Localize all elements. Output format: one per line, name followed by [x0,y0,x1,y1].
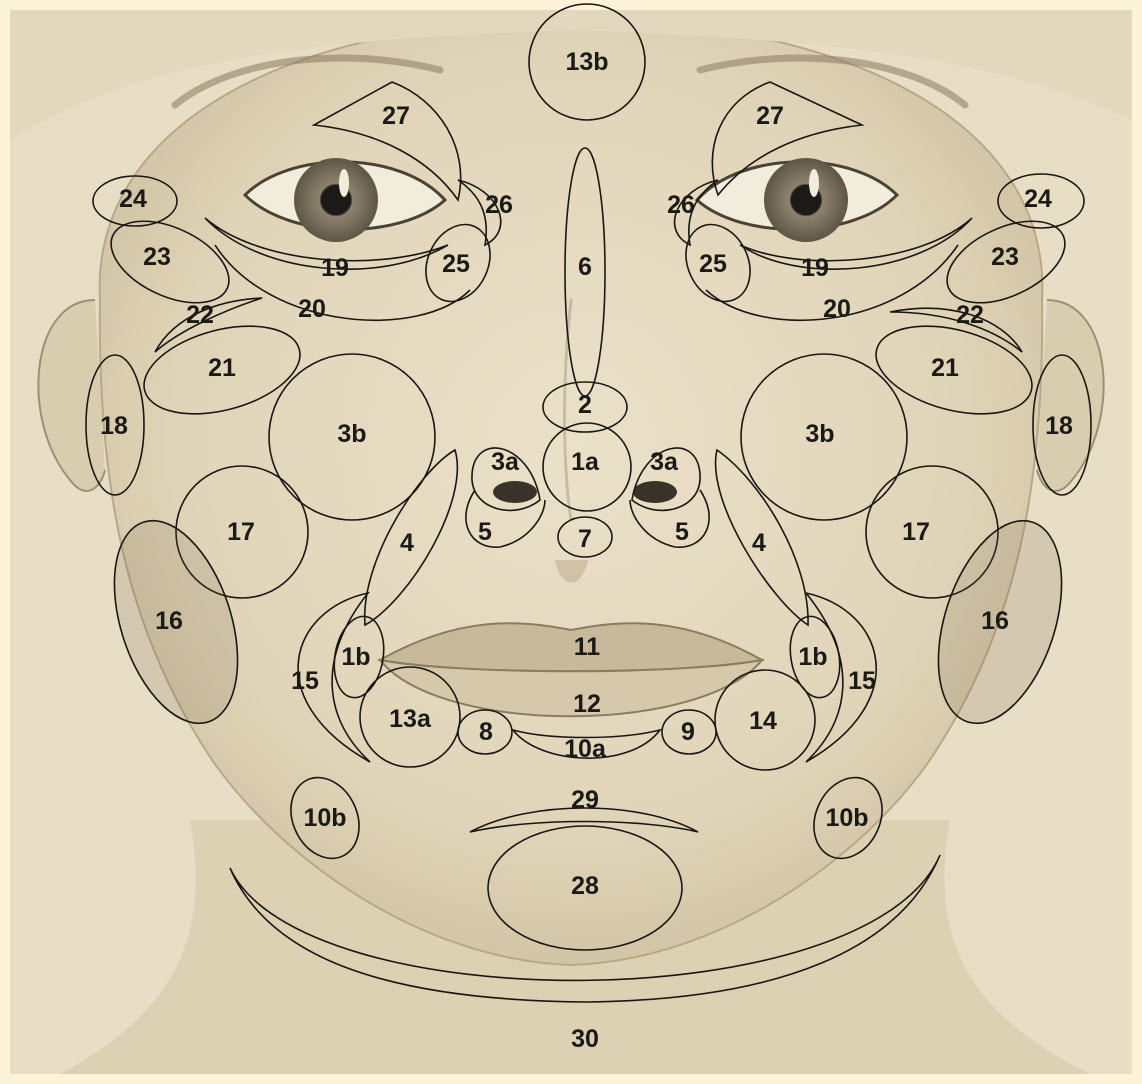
label-14: 14 [749,707,777,735]
label-4-left: 4 [400,529,414,557]
label-3a-right: 3a [650,448,679,476]
label-20-right: 20 [823,295,851,323]
left-nostril [493,481,537,503]
label-4-right: 4 [752,529,766,557]
label-10b-right: 10b [825,804,868,832]
label-19-right: 19 [801,254,829,282]
label-1b-right: 1b [798,643,827,671]
label-25-left: 25 [442,250,470,278]
label-23-left: 23 [143,243,171,271]
label-15-right: 15 [848,667,876,695]
label-21-right: 21 [931,354,959,382]
label-10b-left: 10b [303,804,346,832]
label-3a-left: 3a [491,448,520,476]
label-21-left: 21 [208,354,236,382]
label-16-right: 16 [981,607,1009,635]
label-18-left: 18 [100,412,128,440]
label-3b-right: 3b [805,420,834,448]
label-5-right: 5 [675,518,689,546]
label-7: 7 [578,525,592,553]
label-22-right: 22 [956,301,984,329]
right-nostril [633,481,677,503]
label-6: 6 [578,253,592,281]
label-11: 11 [574,633,601,661]
label-27-right: 27 [756,102,784,130]
label-22-left: 22 [186,301,214,329]
label-19-left: 19 [321,254,349,282]
label-27-left: 27 [382,102,410,130]
label-10a: 10a [564,735,607,763]
label-18-right: 18 [1045,412,1073,440]
label-16-left: 16 [155,607,183,635]
label-5-left: 5 [478,518,492,546]
label-15-left: 15 [291,667,319,695]
label-2: 2 [578,391,592,419]
label-29: 29 [571,786,599,814]
label-13a: 13a [389,705,432,733]
label-13b: 13b [565,48,608,76]
label-26-right: 26 [667,191,695,219]
label-8: 8 [479,718,493,746]
label-23-right: 23 [991,243,1019,271]
label-3b-left: 3b [337,420,366,448]
label-17-right: 17 [902,518,930,546]
label-26-left: 26 [485,191,513,219]
label-28: 28 [571,872,599,900]
label-17-left: 17 [227,518,255,546]
label-1b-left: 1b [341,643,370,671]
label-9: 9 [681,718,695,746]
label-12: 12 [573,690,601,718]
label-24-right: 24 [1024,185,1052,213]
label-30: 30 [571,1025,599,1053]
label-1a: 1a [571,448,600,476]
label-25-right: 25 [699,250,727,278]
label-24-left: 24 [119,185,147,213]
label-20-left: 20 [298,295,326,323]
